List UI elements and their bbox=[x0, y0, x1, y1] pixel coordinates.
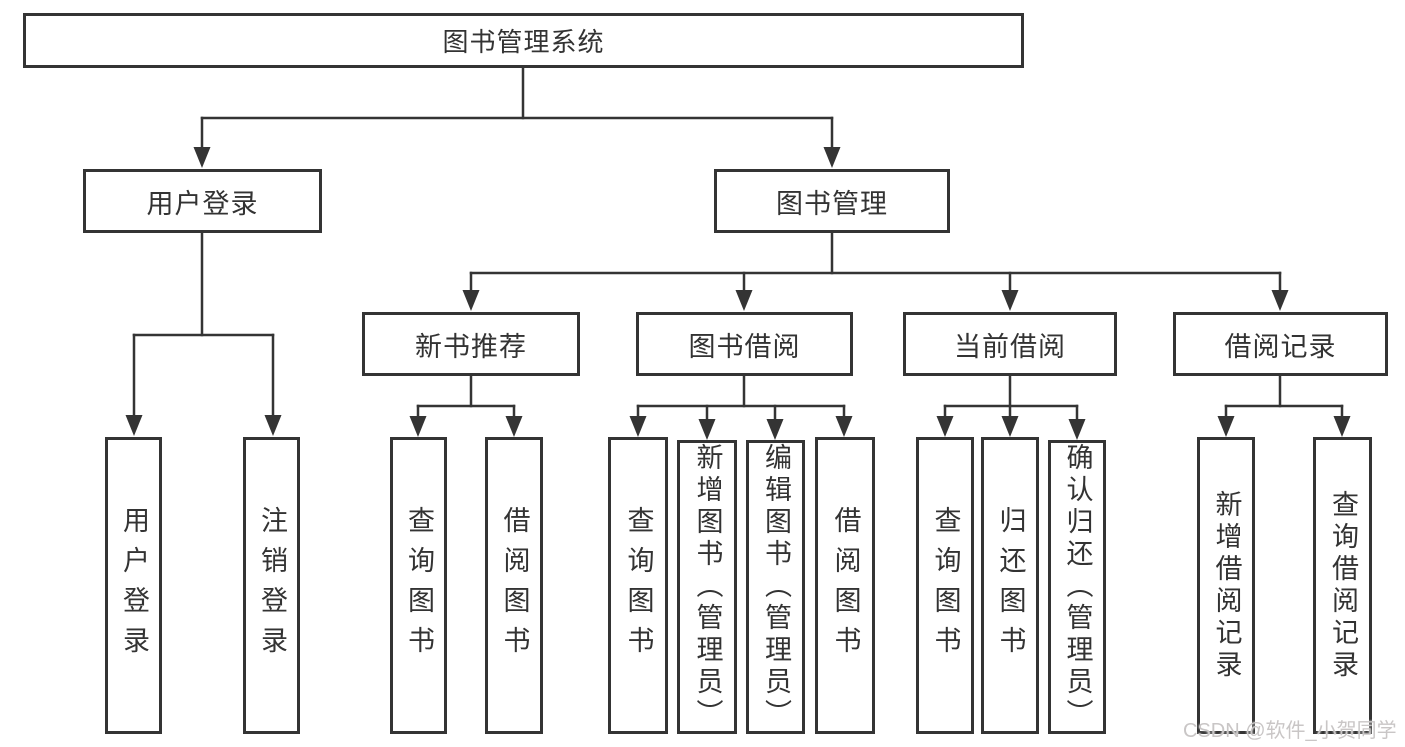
leaf-user-login: 用户登录 bbox=[105, 437, 162, 734]
leaf-logout-label: 注销登录 bbox=[257, 505, 287, 666]
leaf-nb-query-books: 查询图书 bbox=[390, 437, 447, 734]
node-book-borrowing: 图书借阅 bbox=[636, 312, 853, 376]
node-book-management: 图书管理 bbox=[714, 169, 950, 233]
leaf-bb-add-book-admin-label: 新增图书（管理员） bbox=[692, 443, 723, 731]
leaf-nb-query-books-label: 查询图书 bbox=[404, 505, 434, 666]
leaf-br-query-record-label: 查询借阅记录 bbox=[1328, 489, 1358, 682]
leaf-br-add-record-label: 新增借阅记录 bbox=[1211, 489, 1242, 682]
leaf-br-add-record: 新增借阅记录 bbox=[1197, 437, 1255, 734]
leaf-bb-borrow-books: 借阅图书 bbox=[815, 437, 875, 734]
leaf-user-login-label: 用户登录 bbox=[119, 505, 149, 666]
node-new-book-recommendation: 新书推荐 bbox=[362, 312, 580, 376]
node-book-management-system: 图书管理系统 bbox=[23, 13, 1024, 68]
leaf-bb-edit-book-admin-label: 编辑图书（管理员） bbox=[761, 443, 791, 731]
leaf-bb-edit-book-admin: 编辑图书（管理员） bbox=[746, 440, 805, 734]
leaf-nb-borrow-books: 借阅图书 bbox=[485, 437, 543, 734]
leaf-cb-query-books: 查询图书 bbox=[916, 437, 974, 734]
leaf-cb-return-books-label: 归还图书 bbox=[995, 505, 1026, 666]
node-user-login: 用户登录 bbox=[83, 169, 322, 233]
node-current-borrowing: 当前借阅 bbox=[903, 312, 1117, 376]
leaf-cb-query-books-label: 查询图书 bbox=[930, 505, 961, 666]
leaf-bb-query-books-label: 查询图书 bbox=[623, 505, 654, 666]
node-borrowing-records: 借阅记录 bbox=[1173, 312, 1388, 376]
leaf-br-query-record: 查询借阅记录 bbox=[1313, 437, 1372, 734]
leaf-bb-query-books: 查询图书 bbox=[608, 437, 668, 734]
leaf-bb-borrow-books-label: 借阅图书 bbox=[830, 505, 861, 666]
leaf-logout: 注销登录 bbox=[243, 437, 300, 734]
leaf-bb-add-book-admin: 新增图书（管理员） bbox=[677, 440, 737, 734]
leaf-cb-confirm-return-admin-label: 确认归还（管理员） bbox=[1062, 443, 1093, 731]
leaf-cb-return-books: 归还图书 bbox=[981, 437, 1039, 734]
leaf-nb-borrow-books-label: 借阅图书 bbox=[499, 505, 530, 666]
csdn-watermark: CSDN @软件_小贺同学 bbox=[1183, 720, 1397, 742]
leaf-cb-confirm-return-admin: 确认归还（管理员） bbox=[1048, 440, 1106, 734]
